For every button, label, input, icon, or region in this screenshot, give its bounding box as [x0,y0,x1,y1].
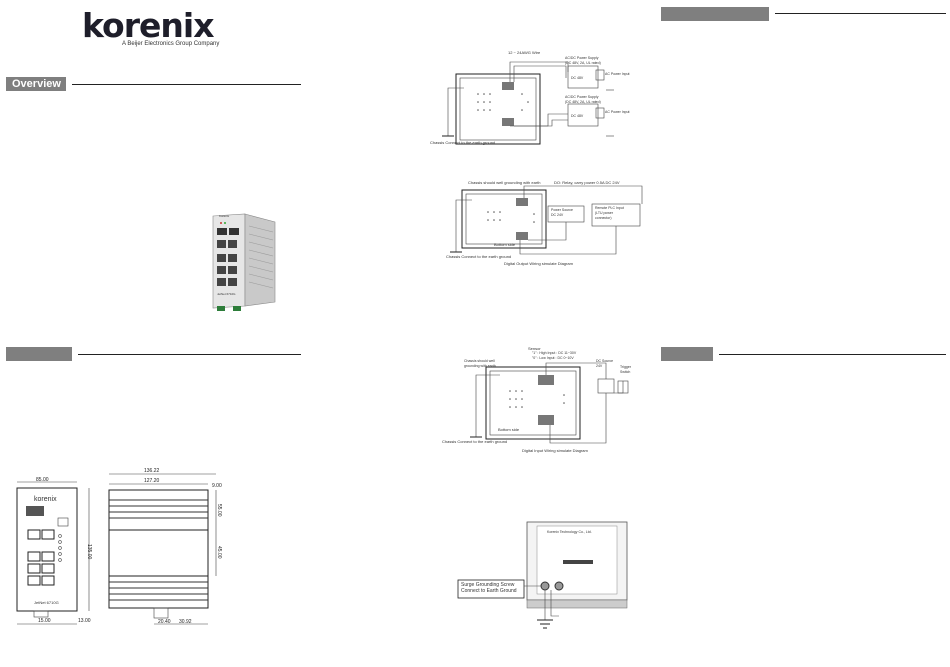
psu1-title: AC/DC Power Supply (DC 48V, 2A, UL rated… [565,56,601,65]
dim-side-inner: 127.20 [144,478,160,484]
dim-side-right-2: 45.00 [216,546,222,559]
relay-top-right: DO: Relay, carry power 0.5A DC 24V [554,180,620,185]
psu1-out: DC 48V [571,76,584,80]
input-ground-label: Chassis Connect to the earth ground [442,439,508,444]
section2-header [6,347,72,361]
switch-illustration [212,213,276,311]
section3-rule [775,13,946,14]
relay-top-left: Chassis should well grounding with earth [468,180,541,185]
dim-side-right-1: 55.00 [216,504,222,517]
korenix-logo: korenix [82,6,214,45]
grounding-photo: Korenix Technology Co., Ltd. Surge Groun… [455,520,640,635]
relay-box-plc: Remote PLC Input (LTU power connector) [595,206,624,220]
photo-brand: Korenix [219,214,230,218]
sensor-low: "0" : Low Input : DC 0~10V [532,356,574,360]
relay-bottom-side: Bottom side [494,242,516,247]
front-view-drawing: 85.00 korenix JetNet 6710G 135.00 15.00 … [14,477,104,630]
dim-side-bottom-1: 20.40 [158,619,171,625]
power-wire-label: 12 ~ 24AWG Wire [508,50,541,55]
dim-side-bottom-2: 30.92 [179,619,192,625]
sensor-title: Sensor [528,346,541,351]
dim-front-height: 135.00 [86,544,92,560]
power-wiring-diagram: 12 ~ 24AWG Wire AC/DC Power Supply (DC 4… [428,44,630,154]
input-caption: Digital Input Wiring simulate Diagram [522,448,588,453]
input-bottom-side: Bottom side [498,427,520,432]
dim-front-width: 85.00 [36,477,49,483]
power-ground-label: Chassis Connect to the earth ground [430,140,496,145]
photo-model: JetNet 6710G [217,292,236,296]
relay-box-power: Power Source DC 24V [551,208,573,217]
input-trigger: Trigger Switch [620,365,631,374]
front-brand: korenix [34,496,57,503]
relay-output-diagram: Chassis should well grounding with earth… [446,178,646,270]
dim-bottom-left: 15.00 [38,618,51,624]
section4-rule [719,354,946,355]
psu2-out: DC 48V [571,114,584,118]
dim-side-total: 136.22 [144,468,160,474]
relay-ground-label: Chassis Connect to the earth ground [446,254,512,259]
digital-input-diagram: Sensor "1" : High Input : DC 11~30V "0" … [440,345,640,457]
overview-header: Overview [6,77,66,91]
input-chassis-note: Chassis should well grounding with earth [464,359,496,368]
ground-label-company: Korenix Technology Co., Ltd. [547,530,592,534]
psu2-in: AC Power Input [605,110,630,114]
section4-header [661,347,713,361]
section2-rule [78,354,301,355]
input-dc-source: DC Source 24V [596,359,614,368]
sensor-high: "1" : High Input : DC 11~30V [532,351,577,355]
psu1-in: AC Power Input [605,72,630,76]
product-photo: Korenix JetNet 6710G [205,210,280,315]
overview-rule [72,84,301,85]
dim-side-top: 9.00 [212,483,222,489]
side-view-drawing: 136.22 127.20 9.00 55.00 45.00 20.40 30.… [104,468,230,630]
dim-bottom-mid: 13.00 [78,618,91,624]
logo-tagline: A Beijer Electronics Group Company [122,41,220,47]
relay-caption: Digital Output Wiring simulate Diagram [504,261,573,266]
psu2-title: AC/DC Power Supply (DC 48V, 2A, UL rated… [565,95,601,104]
ground-callout: Surge Grounding Screw Connect to Earth G… [461,582,517,594]
front-model: JetNet 6710G [34,600,59,605]
section3-header [661,7,769,21]
